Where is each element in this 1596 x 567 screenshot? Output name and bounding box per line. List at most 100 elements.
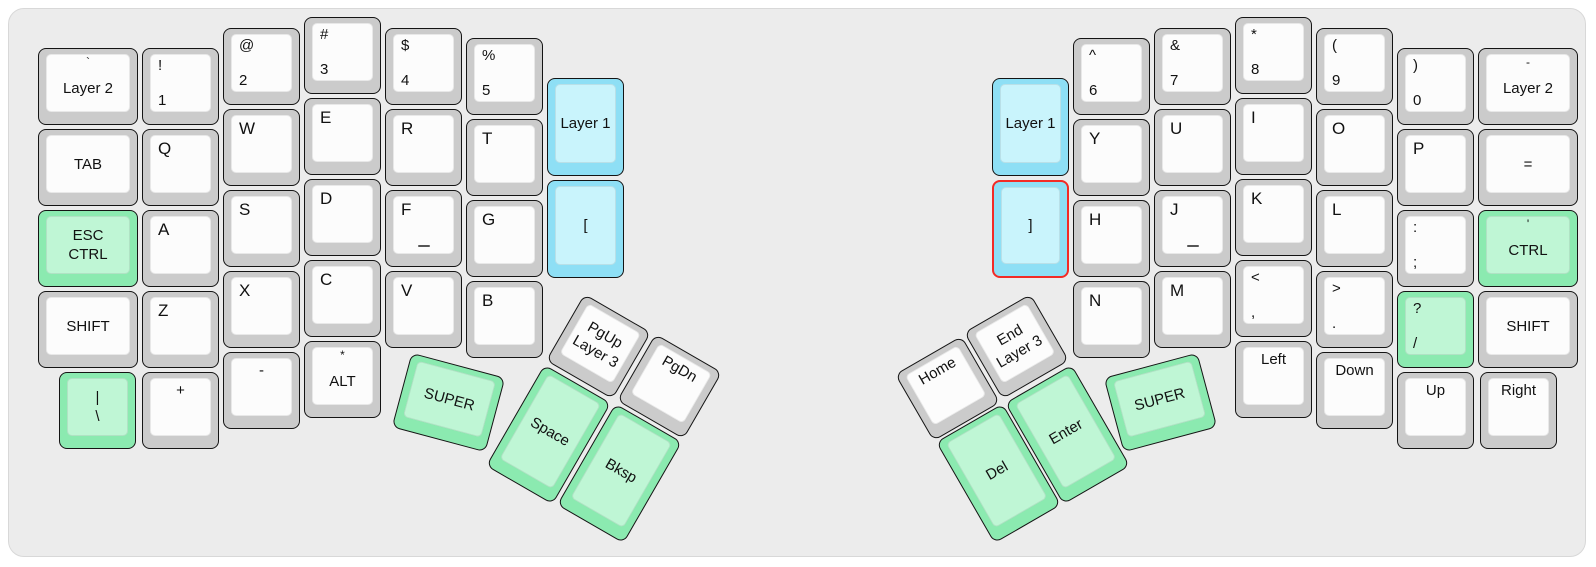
- key-period[interactable]: >.: [1316, 271, 1393, 348]
- key-label: Layer 2: [1502, 80, 1554, 97]
- key-6[interactable]: ^6: [1073, 38, 1150, 115]
- key-label: &: [1170, 37, 1181, 54]
- key-a[interactable]: A: [142, 210, 219, 287]
- key-label: B: [482, 291, 494, 310]
- keytop: L: [1324, 196, 1385, 254]
- key-right-arrow[interactable]: Right: [1480, 372, 1557, 449]
- key-label: M: [1170, 281, 1185, 300]
- keytop: I: [1243, 104, 1304, 162]
- key-1[interactable]: !1: [142, 48, 219, 125]
- key-layer1-left[interactable]: Layer 1: [547, 78, 624, 176]
- key-p[interactable]: P: [1397, 129, 1474, 206]
- key-b[interactable]: B: [466, 281, 543, 358]
- key-r[interactable]: R: [385, 109, 462, 186]
- key-label: Layer 1: [560, 115, 611, 132]
- key-i[interactable]: I: [1235, 98, 1312, 175]
- keytop: M: [1162, 277, 1223, 335]
- key-label: +: [176, 382, 185, 399]
- key-pipe-backslash[interactable]: |\: [59, 372, 136, 449]
- key-label: Q: [158, 139, 172, 158]
- key-label: Up: [1425, 382, 1446, 399]
- key-layer1-right[interactable]: Layer 1: [992, 78, 1069, 176]
- key-h[interactable]: H: [1073, 200, 1150, 277]
- key-g[interactable]: G: [466, 200, 543, 277]
- key-t[interactable]: T: [466, 119, 543, 196]
- key-up-arrow[interactable]: Up: [1397, 372, 1474, 449]
- keytop: Z: [150, 297, 211, 355]
- keytop: C: [312, 266, 373, 324]
- key-minus-left[interactable]: -: [223, 352, 300, 429]
- key-e[interactable]: E: [304, 98, 381, 175]
- key-n[interactable]: N: [1073, 281, 1150, 358]
- key-star-alt[interactable]: *ALT: [304, 341, 381, 418]
- key-c[interactable]: C: [304, 260, 381, 337]
- key-label: F: [401, 200, 412, 219]
- key-esc-ctrl[interactable]: ESC CTRL: [38, 210, 138, 287]
- key-label: 5: [482, 82, 491, 99]
- homing-bar: [1186, 245, 1199, 247]
- key-shift-left[interactable]: SHIFT: [38, 291, 138, 368]
- key-label: H: [1089, 210, 1102, 229]
- key-label: Enter: [1045, 414, 1086, 448]
- key-label: Space: [527, 412, 573, 449]
- key-semicolon[interactable]: :;: [1397, 210, 1474, 287]
- key-label: !: [158, 57, 163, 74]
- keytop: A: [150, 216, 211, 274]
- key-label: CTRL: [68, 246, 108, 263]
- key-u[interactable]: U: [1154, 109, 1231, 186]
- key-w[interactable]: W: [223, 109, 300, 186]
- key-right-bracket[interactable]: ]: [992, 180, 1069, 278]
- key-down-arrow[interactable]: Down: [1316, 352, 1393, 429]
- key-tab[interactable]: TAB: [38, 129, 138, 206]
- key-left-bracket[interactable]: [: [547, 180, 624, 278]
- key-2[interactable]: @2: [223, 28, 300, 105]
- key-label: (: [1332, 37, 1337, 54]
- key-equals[interactable]: =: [1478, 129, 1578, 206]
- key-m[interactable]: M: [1154, 271, 1231, 348]
- key-label: Layer 1: [1005, 115, 1056, 132]
- keytop: K: [1243, 185, 1304, 243]
- key-f[interactable]: F: [385, 190, 462, 267]
- key-8[interactable]: *8: [1235, 17, 1312, 94]
- key-9[interactable]: (9: [1316, 28, 1393, 105]
- key-l[interactable]: L: [1316, 190, 1393, 267]
- key-label: V: [401, 281, 413, 300]
- key-o[interactable]: O: [1316, 109, 1393, 186]
- keytop: [: [555, 186, 616, 265]
- key-label: SHIFT: [1506, 317, 1550, 335]
- keytop: ^6: [1081, 44, 1142, 102]
- keytop: -: [231, 358, 292, 416]
- keytop: +: [150, 378, 211, 436]
- key-q[interactable]: Q: [142, 129, 219, 206]
- key-shift-right[interactable]: SHIFT: [1478, 291, 1578, 368]
- key-s[interactable]: S: [223, 190, 300, 267]
- key-d[interactable]: D: [304, 179, 381, 256]
- key-label: I: [1251, 108, 1256, 127]
- key-label: ESC: [72, 227, 104, 244]
- key-j[interactable]: J: [1154, 190, 1231, 267]
- key-x[interactable]: X: [223, 271, 300, 348]
- key-5[interactable]: %5: [466, 38, 543, 115]
- key-label: X: [239, 281, 251, 300]
- key-label: K: [1251, 189, 1263, 208]
- key-quote-ctrl[interactable]: 'CTRL: [1478, 210, 1578, 287]
- key-grave-layer2[interactable]: `Layer 2: [38, 48, 138, 125]
- key-v[interactable]: V: [385, 271, 462, 348]
- key-3[interactable]: #3: [304, 17, 381, 94]
- keytop: $4: [393, 34, 454, 92]
- key-4[interactable]: $4: [385, 28, 462, 105]
- key-question-slash[interactable]: ?/: [1397, 291, 1474, 368]
- key-left-arrow[interactable]: Left: [1235, 341, 1312, 418]
- key-comma[interactable]: <,: [1235, 260, 1312, 337]
- key-label: Left: [1260, 351, 1287, 368]
- key-z[interactable]: Z: [142, 291, 219, 368]
- key-minus-layer2[interactable]: -Layer 2: [1478, 48, 1578, 125]
- key-k[interactable]: K: [1235, 179, 1312, 256]
- keytop: P: [1405, 135, 1466, 193]
- key-label: SUPER: [421, 383, 477, 414]
- keytop: =: [1486, 135, 1570, 193]
- key-y[interactable]: Y: [1073, 119, 1150, 196]
- key-0[interactable]: )0: [1397, 48, 1474, 125]
- key-plus[interactable]: +: [142, 372, 219, 449]
- key-7[interactable]: &7: [1154, 28, 1231, 105]
